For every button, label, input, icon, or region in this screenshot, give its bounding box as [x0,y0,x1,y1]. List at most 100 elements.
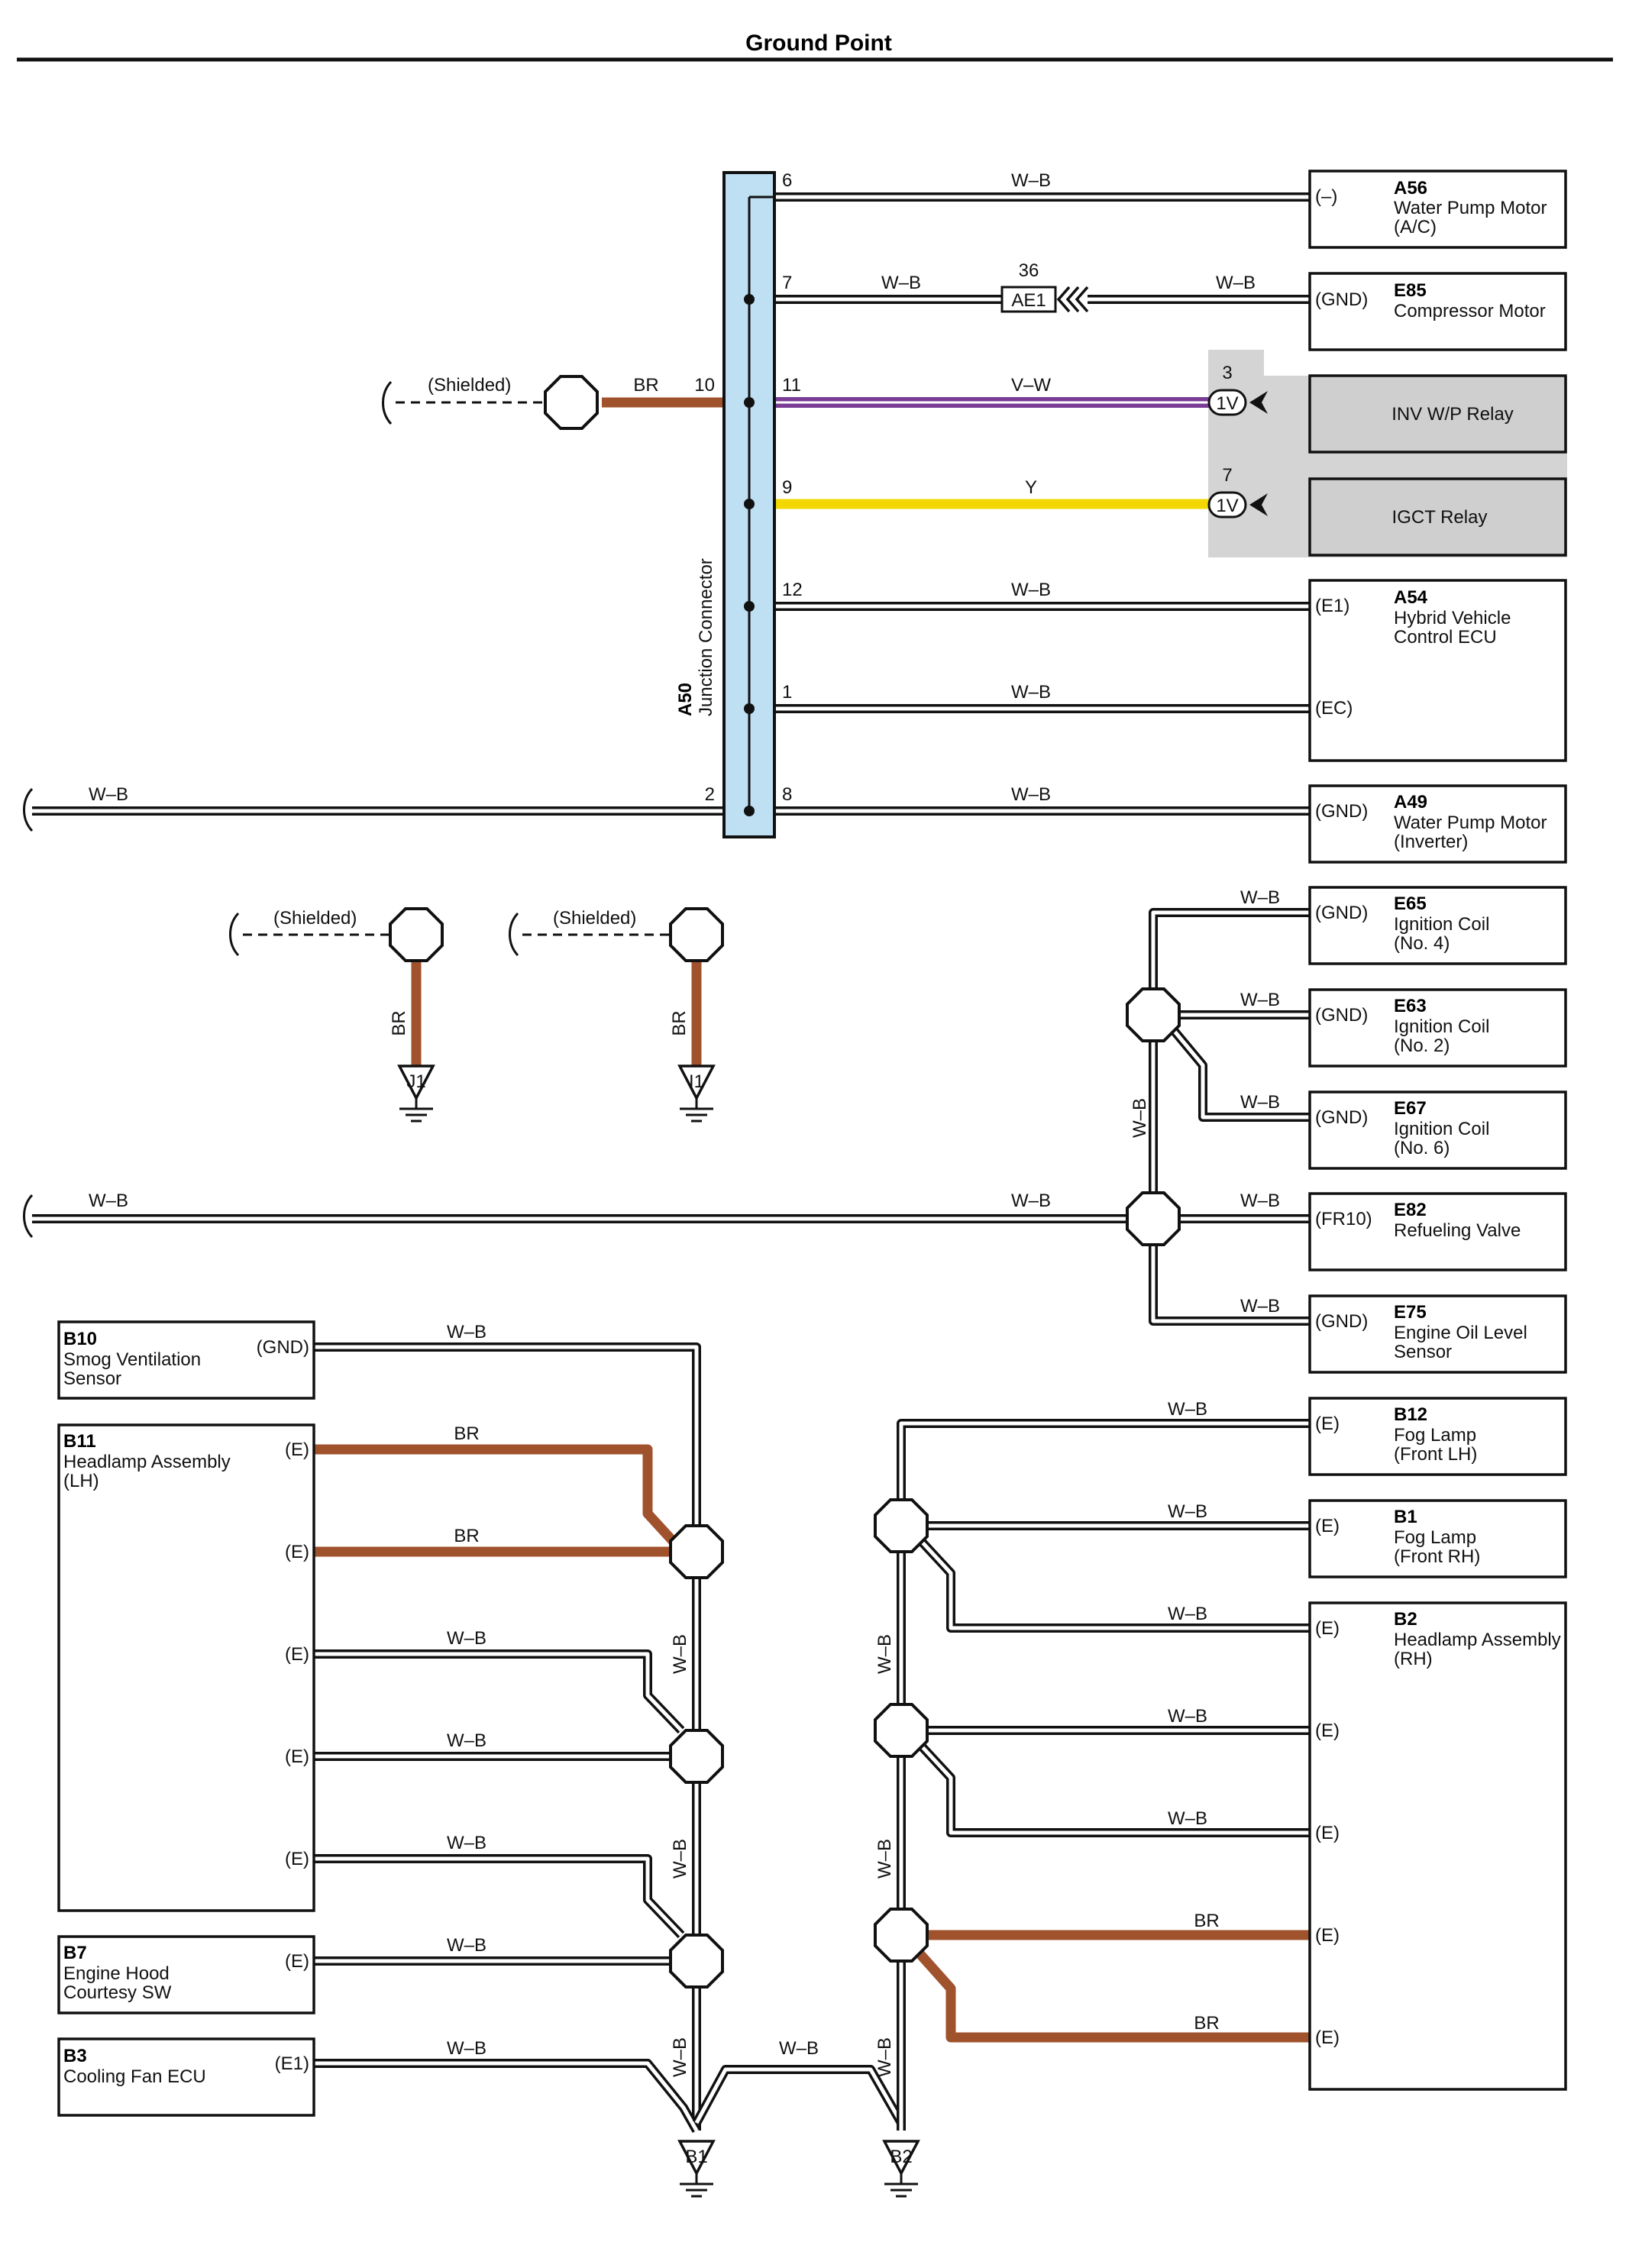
wire-b3 [314,2059,701,2133]
svg-text:B2: B2 [890,2147,912,2167]
ground-i1: I1 [678,1065,715,1123]
svg-text:W–B: W–B [1240,1191,1280,1211]
svg-text:W–B: W–B [1011,1191,1051,1211]
wire-b11-e5 [314,1854,685,1939]
svg-text:W–B: W–B [1011,170,1051,191]
component-e75 [1308,1294,1567,1374]
svg-text:Fog Lamp: Fog Lamp [1394,1425,1476,1446]
component-b1 [1308,1499,1567,1578]
svg-text:(E1): (E1) [275,2053,309,2074]
splice-node-i1 [669,907,724,962]
svg-text:(Shielded): (Shielded) [273,908,357,929]
svg-text:Ignition Coil: Ignition Coil [1394,1016,1489,1037]
component-e65 [1308,886,1567,965]
svg-text:J1: J1 [406,1071,425,1092]
pin-9: 9 [782,477,792,498]
svg-text:Smog Ventilation: Smog Ventilation [63,1349,201,1370]
svg-text:W–B: W–B [1011,784,1051,805]
svg-text:W–B: W–B [1168,1706,1207,1727]
junction-code: A50 [675,683,696,716]
svg-text:(Front LH): (Front LH) [1394,1444,1477,1465]
splice-node-shield-a50 [544,375,599,430]
pin-7: 7 [782,273,792,293]
wire-b2-e3 [909,1733,1310,1837]
svg-text:E75: E75 [1394,1302,1427,1323]
svg-text:(Inverter): (Inverter) [1394,832,1468,852]
svg-text:Water Pump Motor: Water Pump Motor [1394,813,1547,833]
svg-text:BR: BR [1194,1911,1219,1931]
wire-e65 [1149,908,1310,1015]
pin-1: 1 [782,682,792,703]
splice-node-fog [874,1498,929,1553]
component-inv-wp-relay [1308,374,1567,454]
wire-b11-e3 [314,1649,685,1734]
svg-text:W–B: W–B [1216,273,1256,293]
ground-b1: B1 [678,2140,715,2198]
svg-text:W–B: W–B [89,1191,128,1211]
svg-text:W–B: W–B [1011,682,1051,703]
splice-node-coils [1126,987,1181,1042]
svg-text:W–B: W–B [1011,580,1051,600]
svg-text:A56: A56 [1394,178,1427,199]
wire-e75 [1149,1219,1310,1326]
svg-text:B2: B2 [1394,1609,1417,1630]
svg-text:(E1): (E1) [1315,596,1349,616]
wire-e75-core [1151,1219,1310,1323]
pin-2: 2 [705,784,715,805]
svg-text:V–W: V–W [1011,375,1051,396]
wire-b10-bus [314,1342,701,2131]
wire-b11-br1 [314,1444,685,1554]
connector-arrow-icon [1249,493,1268,516]
svg-text:W–B: W–B [1240,1092,1280,1113]
svg-text:(Shielded): (Shielded) [553,908,636,929]
svg-text:B11: B11 [63,1431,96,1452]
wire-e67 [1161,1016,1310,1122]
wire-b2-br2 [909,1942,1310,2043]
wire-b2-e1-core [911,1530,1310,1630]
component-a54 [1308,579,1567,762]
svg-text:W–B: W–B [89,784,128,805]
splice-node-j1 [389,907,444,962]
svg-text:(GND): (GND) [1315,289,1368,310]
svg-text:BR: BR [1194,2013,1219,2034]
svg-text:Water Pump Motor: Water Pump Motor [1394,198,1547,218]
svg-text:Headlamp Assembly: Headlamp Assembly [1394,1630,1561,1650]
splice-nodes [389,375,1181,1989]
svg-text:BR: BR [633,375,658,396]
component-a56 [1308,170,1567,249]
svg-text:(No. 2): (No. 2) [1394,1035,1450,1056]
wire-b1-b2-bridge [692,2065,906,2125]
svg-text:E67: E67 [1394,1098,1427,1119]
svg-text:(GND): (GND) [1315,801,1368,822]
component-e67 [1308,1090,1567,1170]
svg-text:(E): (E) [1315,1823,1340,1843]
svg-text:Y: Y [1025,477,1037,498]
relay-connector-igct [1207,491,1247,519]
splice-node-e82 [1126,1191,1181,1246]
svg-text:(A/C): (A/C) [1394,217,1437,237]
svg-text:A49: A49 [1394,792,1427,813]
wire-b2-e1 [909,1528,1310,1633]
svg-text:W–B: W–B [1168,1808,1207,1829]
svg-text:W–B: W–B [874,2037,895,2077]
wire-b11-e3-core [314,1652,683,1732]
svg-text:B3: B3 [63,2046,87,2066]
svg-text:(GND): (GND) [1315,1107,1368,1128]
svg-text:Engine Oil Level: Engine Oil Level [1394,1323,1527,1343]
shield-break-marks [23,380,519,1239]
junction-dots [744,294,755,816]
svg-text:W–B: W–B [1240,990,1280,1010]
svg-text:(–): (–) [1315,186,1337,207]
svg-text:(E): (E) [285,1951,309,1972]
connector-arrow-icon [1056,286,1089,313]
pin-10: 10 [694,375,715,396]
wire-layer [32,192,1310,2133]
svg-text:1V: 1V [1216,496,1238,516]
relay-pin-igct: 7 [1222,465,1232,486]
inline-connector-ae1 [1000,286,1057,313]
svg-text:(GND): (GND) [257,1337,309,1358]
splice-node-b7 [669,1934,724,1989]
wire-b3-core [314,2061,699,2132]
svg-text:(E): (E) [1315,2027,1340,2048]
